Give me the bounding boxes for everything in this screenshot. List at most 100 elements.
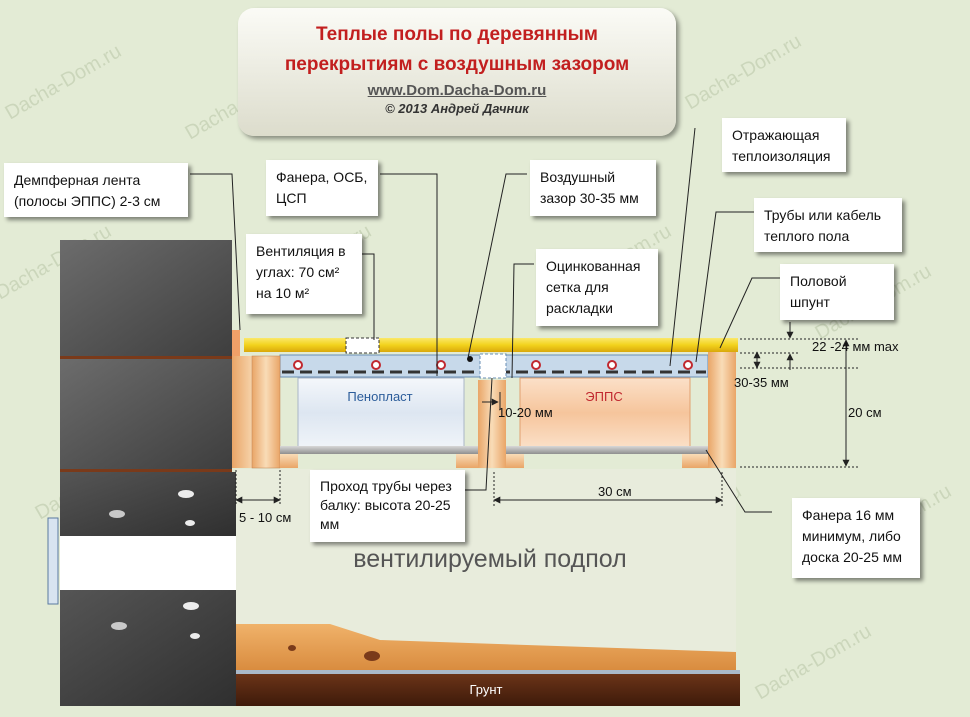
callout-line: Оцинкованная — [546, 258, 641, 274]
pipe-circle — [293, 360, 303, 370]
rubble-stone — [178, 490, 194, 498]
pipe-circle — [683, 360, 693, 370]
dim-label-top: 22 -24 мм max — [812, 339, 899, 354]
cranial-bar — [506, 454, 524, 468]
leader-reflective — [669, 127, 696, 367]
callout-line: Проход трубы через — [320, 478, 452, 494]
title-line-1: Теплые полы по деревянным — [316, 24, 598, 45]
title-panel: Теплые полы по деревянным перекрытиям с … — [238, 8, 676, 136]
dim-label-spacing: 30 см — [598, 484, 632, 499]
foundation-block — [60, 472, 236, 536]
vent-opening-marker — [345, 337, 380, 354]
leader-plywood-osb — [380, 173, 438, 376]
penoplast-label: Пенопласт — [347, 389, 412, 404]
callout-line: минимум, либо — [802, 528, 901, 544]
title-line-2: перекрытиям с воздушным зазором — [284, 54, 630, 75]
bottom-plywood — [506, 446, 708, 454]
pipe-circle — [436, 360, 446, 370]
joist-left-inner — [251, 355, 281, 469]
callout-air-gap: Воздушный зазор 30-35 мм — [530, 160, 656, 216]
pipe-circle — [371, 360, 381, 370]
callout-line: Вентиляция в — [256, 243, 346, 259]
epps-block — [519, 377, 691, 449]
callout-line: углах: 70 см² — [256, 264, 340, 280]
foundation-vent-opening — [60, 536, 236, 590]
callout-line: шпунт — [790, 294, 830, 310]
watermark-text: Dacha-Dom.ru — [2, 40, 126, 124]
cranial-bar — [456, 454, 478, 468]
leader-pass — [463, 377, 493, 491]
rubble-stone — [183, 602, 199, 610]
leader-tongue — [719, 277, 780, 349]
callout-reflective: Отражающая теплоизоляция — [722, 118, 846, 172]
callout-line: Трубы или кабель — [764, 207, 882, 223]
callout-line: ЦСП — [276, 190, 307, 206]
cranial-bar — [682, 454, 708, 468]
joist-middle — [478, 380, 506, 468]
callout-line: раскладки — [546, 300, 613, 316]
dim-label-gap: 30-35 мм — [734, 375, 789, 390]
top-floor-board — [244, 338, 738, 352]
rubble-stone — [111, 622, 127, 630]
callout-line: (полосы ЭППС) 2-3 см — [14, 193, 161, 209]
callout-line: Отражающая — [732, 127, 820, 143]
epps-label: ЭППС — [585, 389, 622, 404]
ground-layer — [232, 674, 740, 706]
subfloor-label: вентилируемый подпол — [353, 545, 626, 573]
callout-line: на 10 м² — [256, 285, 310, 301]
wall — [47, 240, 236, 706]
callout-line: балку: высота 20-25 — [320, 497, 451, 513]
damper-tape — [232, 330, 240, 358]
dim-label-height: 20 см — [848, 405, 882, 420]
callout-pipe-pass: Проход трубы через балку: высота 20-25 м… — [310, 470, 465, 542]
callout-line: доска 20-25 мм — [802, 549, 903, 565]
callout-plywood-osb: Фанера, ОСБ, ЦСП — [266, 160, 378, 216]
vent-grille — [47, 517, 59, 605]
heating-pipes — [293, 360, 693, 370]
watermark-text: Dacha-Dom.ru — [752, 620, 876, 704]
callout-line: Фанера 16 мм — [802, 507, 895, 523]
callout-line: зазор 30-35 мм — [540, 190, 639, 206]
callout-heating-pipes: Трубы или кабель теплого пола — [754, 198, 902, 252]
callout-mesh: Оцинкованная сетка для раскладки — [536, 249, 658, 326]
leader-lines — [190, 127, 780, 513]
ground-edge — [232, 670, 740, 674]
foundation-block — [60, 590, 236, 706]
soil-stone — [288, 645, 296, 651]
leader-damper — [190, 173, 241, 331]
callout-line: мм — [320, 516, 340, 532]
callout-line: Половой — [790, 273, 847, 289]
title-copyright: © 2013 Андрей Дачник — [385, 101, 529, 116]
leader-ventilation — [362, 253, 375, 340]
penoplast-block — [297, 377, 465, 449]
leader-air-gap — [467, 173, 527, 359]
wall-block — [60, 240, 232, 356]
callout-line: Фанера, ОСБ, — [276, 169, 368, 185]
pipe-notch — [479, 353, 507, 379]
callout-line: сетка для — [546, 279, 609, 295]
wall-seam — [60, 469, 232, 472]
callout-damper-tape: Демпферная лента (полосы ЭППС) 2-3 см — [4, 163, 188, 217]
soil-stone — [364, 651, 380, 661]
wall-block — [60, 359, 232, 469]
callout-line: Воздушный — [540, 169, 616, 185]
leader-pipes — [695, 211, 755, 363]
leader-plywood16 — [705, 449, 772, 513]
callout-tongue: Половой шпунт — [780, 264, 894, 320]
callout-ventilation: Вентиляция в углах: 70 см² на 10 м² — [246, 234, 362, 314]
rubble-stone — [190, 633, 200, 639]
pipe-circle — [607, 360, 617, 370]
rubble-stone — [185, 520, 195, 526]
soil-layer — [236, 624, 736, 670]
callout-plywood-16: Фанера 16 мм минимум, либо доска 20-25 м… — [792, 498, 920, 578]
title-url: www.Dom.Dacha-Dom.ru — [367, 82, 547, 99]
dimension-lines — [235, 322, 860, 506]
dim-label-notch: 10-20 мм — [498, 405, 553, 420]
joist-right — [708, 352, 736, 468]
bottom-plywood — [280, 446, 478, 454]
cranial-bar — [280, 454, 298, 468]
rubble-stone — [109, 510, 125, 518]
pipe-circle — [531, 360, 541, 370]
leader-mesh — [511, 263, 534, 379]
